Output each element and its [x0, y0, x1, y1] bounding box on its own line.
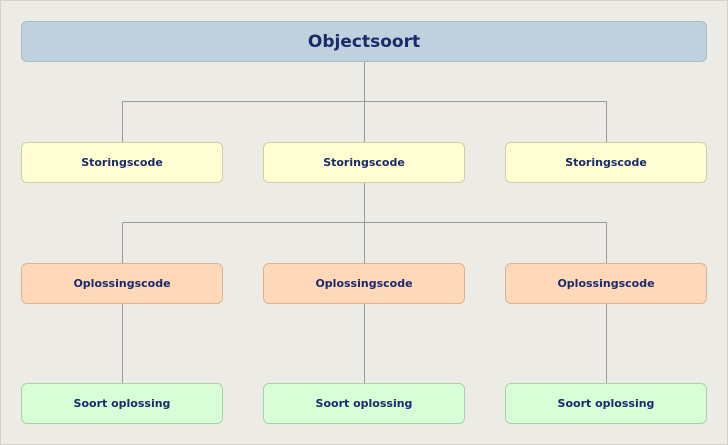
- node-soort-oplossing-2: Soort oplossing: [263, 383, 465, 424]
- node-oplossingscode-1: Oplossingscode: [21, 263, 223, 304]
- node-label: Storingscode: [565, 156, 647, 169]
- node-label: Soort oplossing: [557, 397, 655, 410]
- node-storingscode-2: Storingscode: [263, 142, 465, 183]
- node-oplossingscode-2: Oplossingscode: [263, 263, 465, 304]
- node-label: Objectsoort: [307, 31, 421, 52]
- node-label: Soort oplossing: [315, 397, 413, 410]
- connector-oplossingscode-soort-oplossing: [122, 304, 607, 383]
- node-storingscode-1: Storingscode: [21, 142, 223, 183]
- node-label: Storingscode: [323, 156, 405, 169]
- node-soort-oplossing-3: Soort oplossing: [505, 383, 707, 424]
- node-label: Soort oplossing: [73, 397, 171, 410]
- node-label: Oplossingscode: [73, 277, 171, 290]
- node-label: Storingscode: [81, 156, 163, 169]
- node-label: Oplossingscode: [557, 277, 655, 290]
- node-label: Oplossingscode: [315, 277, 413, 290]
- node-oplossingscode-3: Oplossingscode: [505, 263, 707, 304]
- node-storingscode-3: Storingscode: [505, 142, 707, 183]
- node-objectsoort: Objectsoort: [21, 21, 707, 62]
- node-soort-oplossing-1: Soort oplossing: [21, 383, 223, 424]
- connector-storingscode-oplossingscode: [122, 183, 607, 263]
- connector-root-storingscode: [122, 62, 607, 142]
